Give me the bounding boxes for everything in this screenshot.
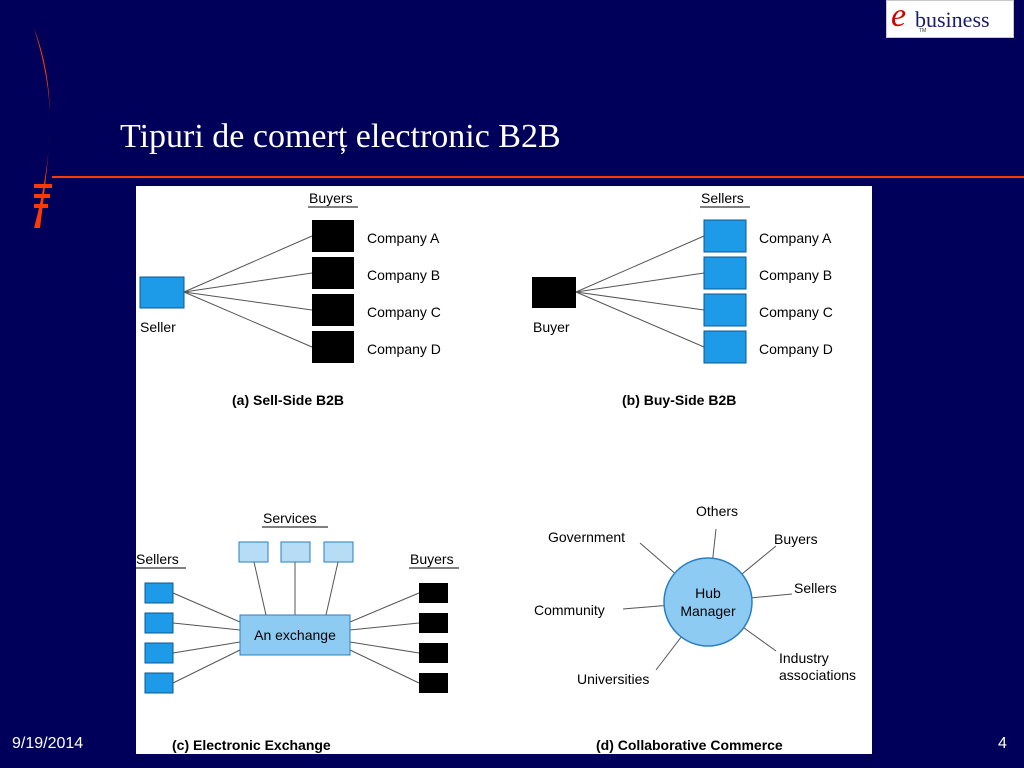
company-b-label: Company B	[367, 267, 440, 283]
services-label: Services	[263, 510, 317, 526]
service-box-1	[238, 541, 269, 563]
page-number: 4	[998, 735, 1007, 752]
spoke-industry-line1: Industry	[779, 650, 829, 666]
supplier-c-box	[703, 293, 747, 327]
company-d-box	[312, 331, 354, 363]
exchange-caption: (c) Electronic Exchange	[172, 737, 331, 753]
supplier-a-box	[703, 219, 747, 253]
exchange-seller-box-1	[144, 582, 174, 604]
supplier-b-box	[703, 256, 747, 290]
spoke-sellers: Sellers	[794, 580, 837, 596]
exchange-hub-box	[239, 614, 351, 656]
exchange-buyer-box-2	[419, 613, 448, 633]
hub-label-line2: Manager	[680, 603, 736, 619]
seller-box	[139, 276, 185, 309]
buyer-label: Buyer	[533, 319, 570, 335]
ebusiness-logo: e business TM	[886, 0, 1014, 38]
slide-title: Tipuri de comerț electronic B2B	[120, 118, 561, 155]
exchange-hub-label: An exchange	[254, 627, 336, 643]
exchange-buyers-label: Buyers	[410, 551, 454, 567]
logo-trademark: TM	[919, 28, 927, 34]
service-box-2	[280, 541, 311, 563]
title-divider	[52, 176, 1024, 178]
exchange-diagram: Services Sellers Buyers	[136, 510, 459, 753]
buy-side-caption: (b) Buy-Side B2B	[622, 392, 736, 408]
collaborative-diagram: Hub Manager Government Others Buyers Sel…	[534, 503, 856, 753]
spoke-government: Government	[548, 529, 625, 545]
buy-side-diagram: Buyer Sellers Company A Company B Compan…	[532, 190, 833, 408]
exchange-buyer-box-3	[419, 643, 448, 663]
spoke-industry-line2: associations	[779, 667, 856, 683]
exchange-buyer-box-1	[419, 583, 448, 603]
swoosh-decoration	[34, 28, 52, 228]
spoke-buyers: Buyers	[774, 531, 818, 547]
collaborative-caption: (d) Collaborative Commerce	[596, 737, 783, 753]
hub-label-line1: Hub	[695, 585, 721, 601]
supplier-d-label: Company D	[759, 341, 833, 357]
logo-text: business	[915, 7, 990, 32]
buyer-box	[532, 277, 576, 308]
company-c-box	[312, 294, 354, 326]
exchange-buyer-box-4	[419, 673, 448, 693]
sellers-group-label: Sellers	[701, 190, 744, 206]
seller-label: Seller	[140, 319, 176, 335]
sell-side-diagram: Seller Buyers Company A Company B Compan…	[139, 190, 441, 408]
spoke-community: Community	[534, 602, 605, 618]
company-b-box	[312, 257, 354, 289]
supplier-a-label: Company A	[759, 230, 832, 246]
company-a-label: Company A	[367, 230, 440, 246]
footer-date: 9/19/2014	[12, 735, 84, 752]
spoke-others: Others	[696, 503, 738, 519]
service-box-3	[323, 541, 354, 563]
spoke-universities: Universities	[577, 671, 649, 687]
b2b-diagram-svg: Seller Buyers Company A Company B Compan…	[136, 190, 856, 753]
supplier-b-label: Company B	[759, 267, 832, 283]
exchange-seller-box-3	[144, 642, 174, 664]
exchange-sellers-label: Sellers	[136, 551, 179, 567]
supplier-d-box	[703, 330, 747, 364]
exchange-seller-box-4	[144, 672, 174, 694]
sell-side-caption: (a) Sell-Side B2B	[232, 392, 344, 408]
logo-e-mark: e	[891, 0, 907, 34]
company-a-box	[312, 220, 354, 252]
supplier-c-label: Company C	[759, 304, 833, 320]
company-c-label: Company C	[367, 304, 441, 320]
buyers-group-label: Buyers	[309, 190, 353, 206]
b2b-diagram-panel: Seller Buyers Company A Company B Compan…	[136, 186, 872, 754]
hub-manager-circle	[663, 557, 753, 647]
company-d-label: Company D	[367, 341, 441, 357]
exchange-seller-box-2	[144, 612, 174, 634]
